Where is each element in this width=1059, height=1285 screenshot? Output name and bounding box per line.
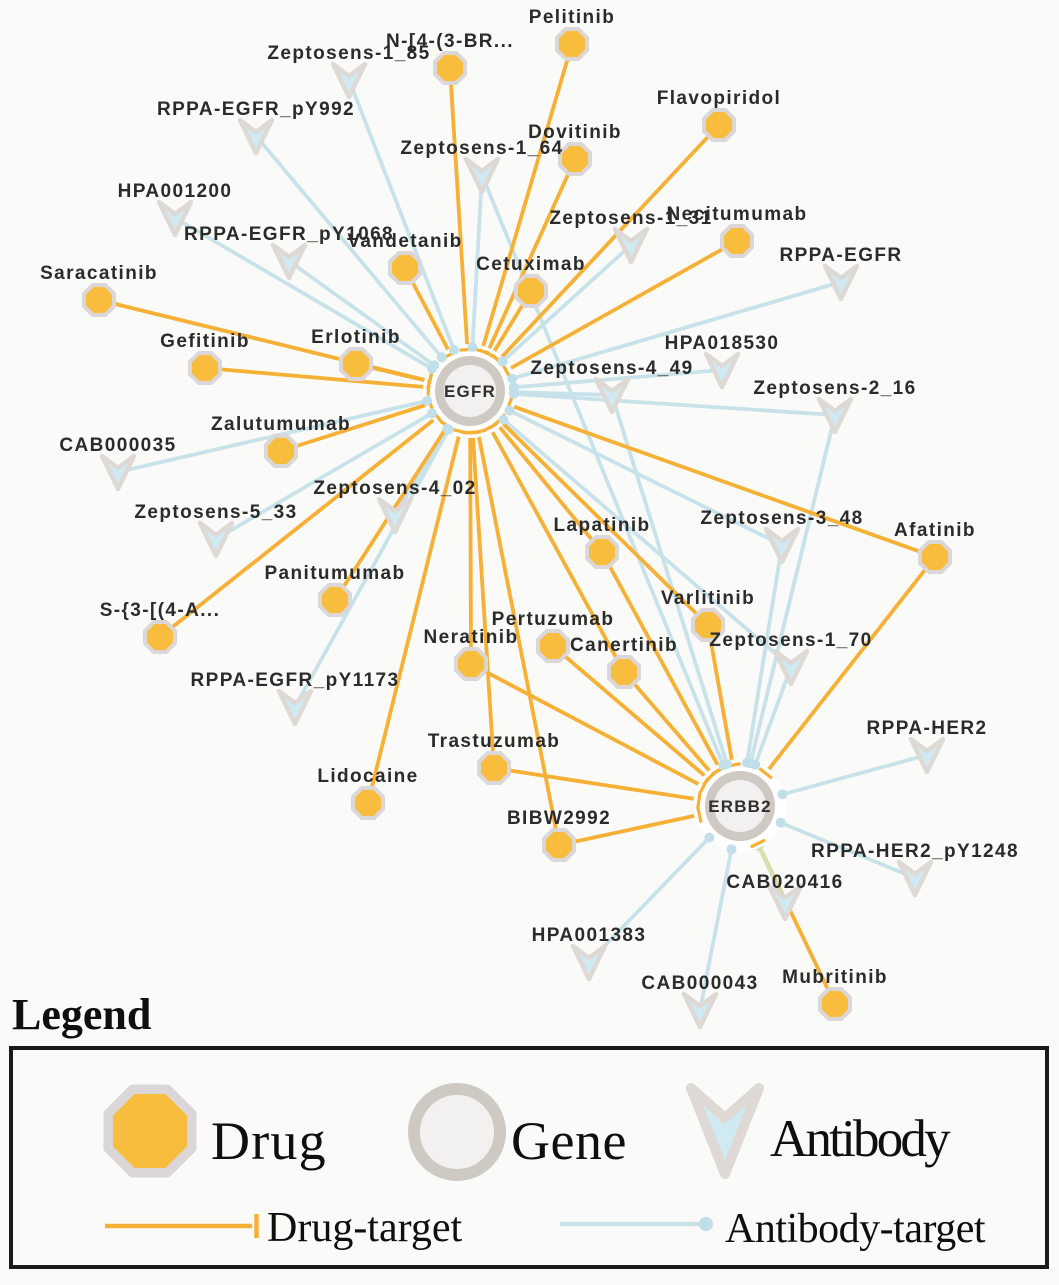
- svg-text:RPPA-EGFR_pY992: RPPA-EGFR_pY992: [157, 99, 355, 120]
- svg-text:Varlitinib: Varlitinib: [661, 588, 755, 609]
- svg-text:RPPA-HER2: RPPA-HER2: [867, 718, 988, 739]
- svg-text:Zeptosens-1_31: Zeptosens-1_31: [549, 208, 712, 229]
- svg-text:CAB000043: CAB000043: [641, 973, 758, 994]
- svg-text:HPA001383: HPA001383: [532, 925, 647, 946]
- svg-text:Legend: Legend: [12, 990, 151, 1039]
- svg-text:Zeptosens-2_16: Zeptosens-2_16: [753, 378, 916, 399]
- svg-text:Cetuximab: Cetuximab: [476, 254, 586, 275]
- svg-text:Gefitinib: Gefitinib: [160, 331, 250, 352]
- svg-text:RPPA-EGFR: RPPA-EGFR: [779, 245, 902, 266]
- svg-text:RPPA-EGFR_pY1068: RPPA-EGFR_pY1068: [184, 224, 394, 245]
- svg-text:Zeptosens-4_49: Zeptosens-4_49: [530, 358, 693, 379]
- svg-text:HPA018530: HPA018530: [665, 333, 780, 354]
- svg-text:ERBB2: ERBB2: [708, 797, 772, 816]
- svg-text:Zeptosens-1_85: Zeptosens-1_85: [267, 43, 430, 64]
- svg-text:Lapatinib: Lapatinib: [553, 515, 650, 536]
- svg-text:Vandetanib: Vandetanib: [347, 231, 462, 252]
- svg-text:Mubritinib: Mubritinib: [782, 967, 888, 988]
- svg-text:Zeptosens-1_64: Zeptosens-1_64: [400, 138, 563, 159]
- svg-text:Flavopiridol: Flavopiridol: [657, 88, 781, 109]
- svg-text:CAB000035: CAB000035: [59, 435, 176, 456]
- svg-text:Panitumumab: Panitumumab: [264, 563, 405, 584]
- svg-text:Saracatinib: Saracatinib: [40, 263, 158, 284]
- svg-text:Dovitinib: Dovitinib: [528, 122, 622, 143]
- svg-text:Zalutumumab: Zalutumumab: [211, 414, 351, 435]
- svg-text:RPPA-HER2_pY1248: RPPA-HER2_pY1248: [811, 841, 1019, 862]
- svg-text:Zeptosens-4_02: Zeptosens-4_02: [313, 478, 476, 499]
- svg-text:HPA001200: HPA001200: [118, 181, 233, 202]
- svg-text:Zeptosens-5_33: Zeptosens-5_33: [134, 502, 297, 523]
- svg-text:Necitumumab: Necitumumab: [666, 204, 807, 225]
- svg-text:Gene: Gene: [511, 1111, 627, 1171]
- svg-text:BIBW2992: BIBW2992: [507, 808, 611, 829]
- svg-text:Erlotinib: Erlotinib: [311, 327, 401, 348]
- svg-text:Antibody-target: Antibody-target: [725, 1206, 986, 1252]
- svg-text:Lidocaine: Lidocaine: [317, 766, 418, 787]
- svg-text:Zeptosens-3_48: Zeptosens-3_48: [700, 508, 863, 529]
- svg-text:Antibody: Antibody: [770, 1110, 951, 1168]
- svg-text:RPPA-EGFR_pY1173: RPPA-EGFR_pY1173: [191, 670, 400, 691]
- svg-text:Pertuzumab: Pertuzumab: [492, 609, 615, 630]
- svg-text:S-{3-[(4-A...: S-{3-[(4-A...: [100, 600, 221, 621]
- svg-text:EGFR: EGFR: [444, 382, 496, 401]
- svg-text:Afatinib: Afatinib: [894, 520, 976, 541]
- svg-text:CAB020416: CAB020416: [726, 872, 843, 893]
- svg-text:Zeptosens-1_70: Zeptosens-1_70: [709, 630, 872, 651]
- svg-text:Neratinib: Neratinib: [424, 627, 519, 648]
- svg-text:N-[4-(3-BR...: N-[4-(3-BR...: [386, 31, 514, 52]
- svg-text:Pelitinib: Pelitinib: [529, 7, 616, 28]
- svg-text:Canertinib: Canertinib: [570, 635, 678, 656]
- svg-text:Trastuzumab: Trastuzumab: [428, 731, 561, 752]
- svg-text:Drug-target: Drug-target: [267, 1205, 462, 1251]
- svg-text:Drug: Drug: [211, 1111, 327, 1171]
